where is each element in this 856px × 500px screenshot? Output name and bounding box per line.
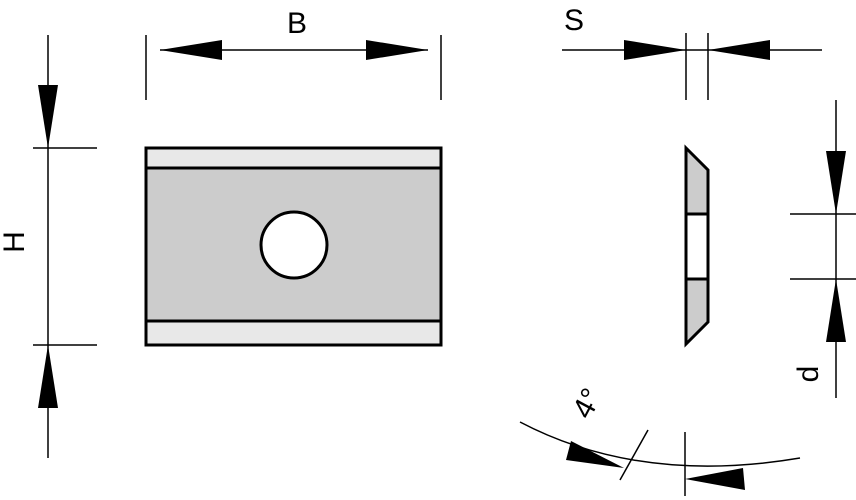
arrowhead-left — [566, 441, 624, 468]
arrowhead-bottom — [38, 345, 58, 408]
arrowhead-left — [624, 40, 686, 60]
angle-arc — [519, 421, 801, 467]
profile-lower — [686, 279, 708, 344]
mounting-hole — [259, 210, 329, 280]
arrowhead-top — [826, 151, 846, 214]
dimension-h: H — [0, 35, 97, 458]
dimension-d: d — [790, 100, 856, 398]
angle-extension-left — [619, 429, 649, 481]
dimension-b: B — [145, 7, 442, 100]
dimension-s: S — [562, 4, 822, 100]
label-b: B — [287, 7, 307, 40]
arrowhead-left — [160, 40, 222, 60]
arrowhead-right — [366, 40, 428, 60]
bottom-bevel-strip — [147, 322, 440, 344]
insert-outline — [144, 146, 443, 347]
arrowhead-right — [708, 40, 770, 60]
arrowhead-top — [38, 85, 58, 148]
label-angle: 4° — [566, 383, 609, 424]
profile-hole-section — [686, 214, 708, 279]
label-h: H — [0, 231, 31, 253]
top-bevel-strip — [147, 149, 440, 168]
label-s: S — [564, 4, 584, 37]
arrowhead-bottom — [826, 279, 846, 342]
front-view — [144, 146, 443, 347]
dimension-angle: 4° — [519, 383, 801, 496]
label-d: d — [792, 366, 825, 383]
arrowhead-right — [685, 468, 745, 490]
side-view — [684, 144, 710, 348]
